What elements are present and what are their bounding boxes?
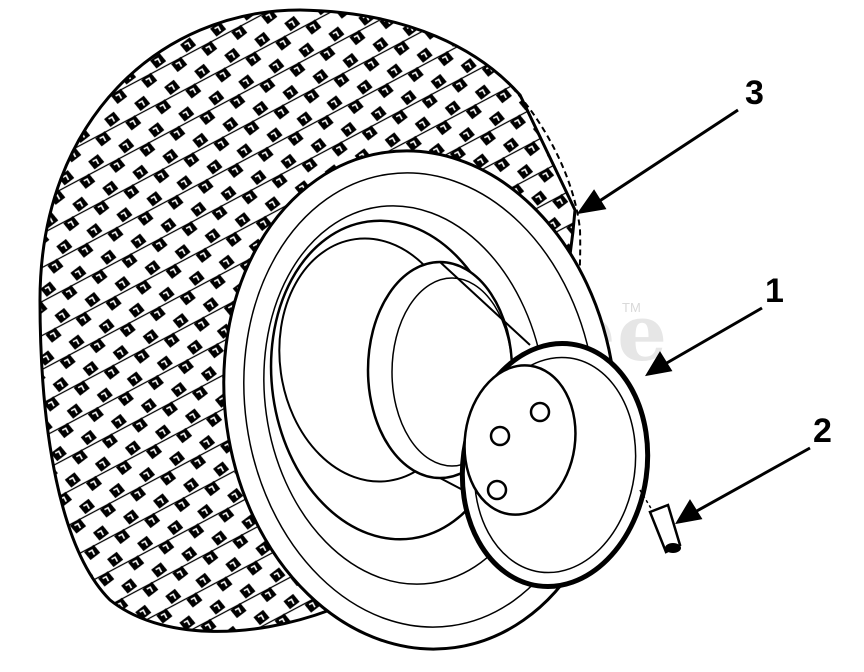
leader-lines xyxy=(576,108,811,525)
bolt-hole xyxy=(489,425,511,447)
watermark-trademark: TM xyxy=(622,300,641,315)
rim-center-disc xyxy=(463,364,577,516)
valve-stem xyxy=(639,489,682,554)
rim xyxy=(459,341,651,589)
callout-2: 2 xyxy=(813,412,832,450)
bolt-hole xyxy=(529,401,551,423)
bolt-hole xyxy=(486,479,508,501)
callout-1: 1 xyxy=(765,272,784,310)
callout-3: 3 xyxy=(745,74,764,112)
